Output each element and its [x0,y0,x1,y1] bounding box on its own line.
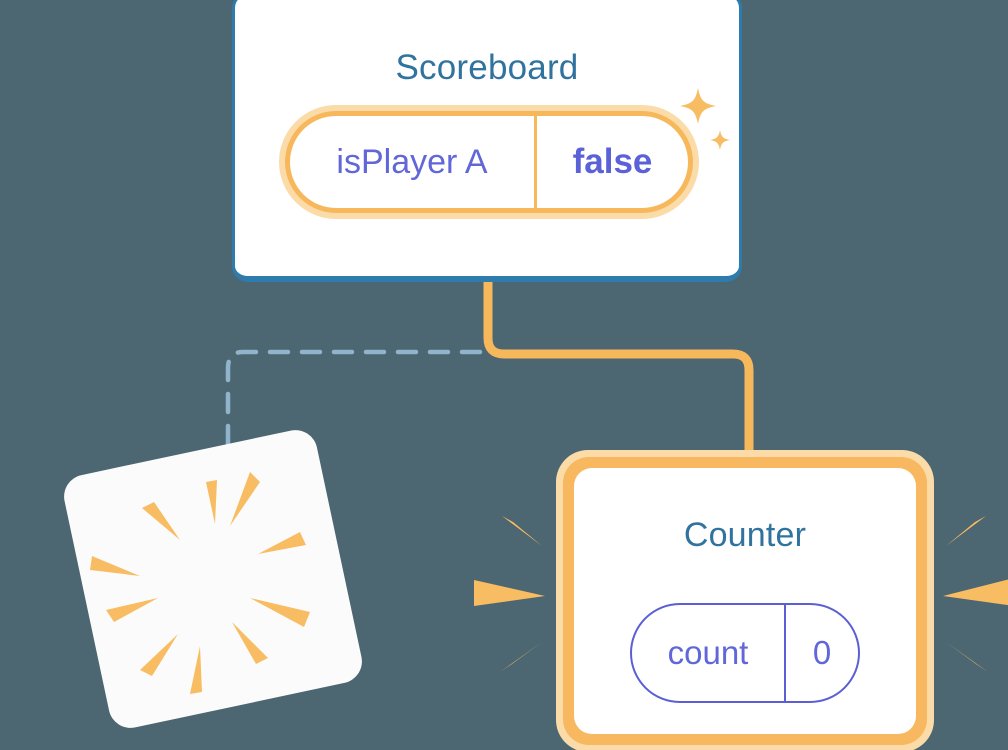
counter-state-pill[interactable]: count 0 [630,603,860,703]
burst-ray [250,598,310,627]
counter-ray [502,516,542,546]
scoreboard-card[interactable]: Scoreboard isPlayer A false [232,0,742,282]
counter-ray [500,642,542,672]
burst-ray [206,480,217,524]
scoreboard-state-pill[interactable]: isPlayer A false [279,105,699,219]
sparkle-small-icon [710,130,730,150]
burst-ray [230,472,260,526]
burst-ray [232,622,268,664]
counter-ray [474,580,545,606]
sparkle-group [680,88,730,150]
burst-ray [142,502,180,540]
counter-card[interactable]: Counter count 0 [556,450,934,750]
counter-ray [946,516,986,546]
burst-ray [190,646,202,694]
burst-ray [258,532,306,554]
burst-card[interactable] [59,425,367,733]
scoreboard-pill-key: isPlayer A [290,116,537,208]
counter-ray [943,579,1008,606]
counter-title: Counter [683,516,807,554]
counter-card-surface: Counter count 0 [574,468,916,734]
scoreboard-title: Scoreboard [395,48,579,87]
counter-rays-left [474,516,545,672]
burst-ray [140,634,178,676]
connector-scoreboard-to-counter [483,277,754,467]
counter-ray [946,642,988,672]
scoreboard-pill-highlight-halo [279,105,699,219]
scoreboard-pill-value: false [572,142,653,181]
counter-pill-value: 0 [812,634,832,671]
counter-pill-key: count [632,605,786,701]
sparkle-large-icon [680,88,716,124]
burst-card-rays [90,472,310,694]
counter-rays-right [943,516,1008,672]
burst-ray [106,598,158,622]
burst-ray [90,556,140,576]
